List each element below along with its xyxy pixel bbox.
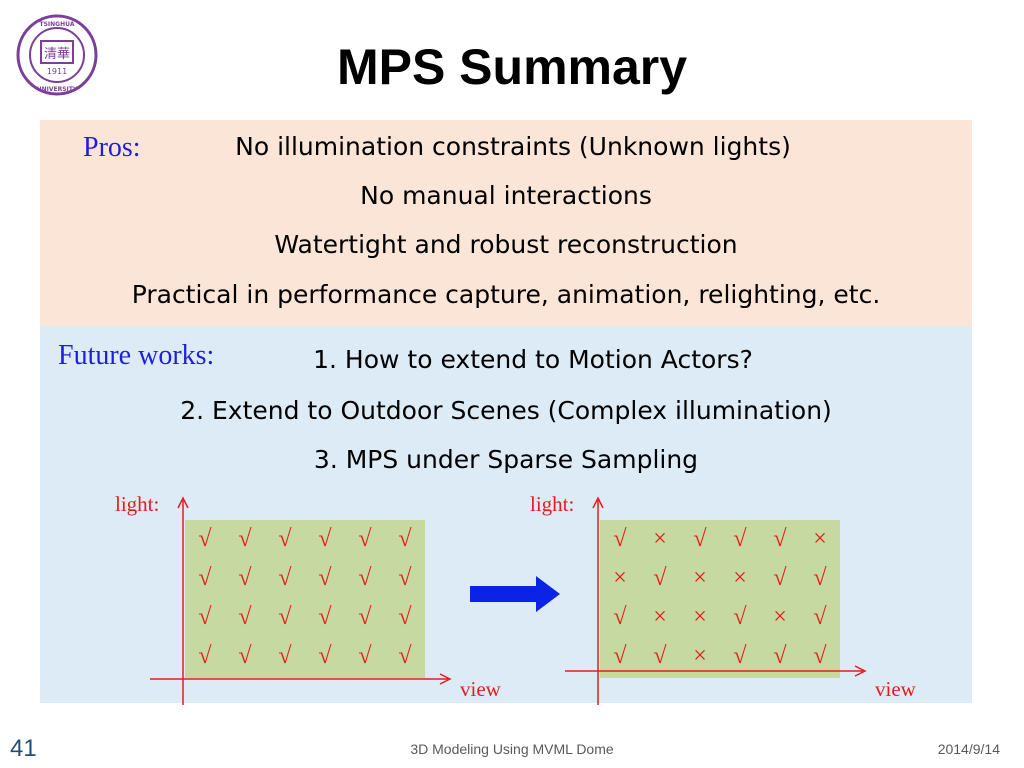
logo-year: 1911 [47,67,67,76]
right-mark-check-r4c6: √ [813,643,827,669]
pros-line-1: No illumination constraints (Unknown lig… [235,132,791,161]
right-mark-cross-r1c6: × [813,526,827,552]
left-mark-check-r1c2: √ [238,526,252,552]
right-mark-cross-r3c2: × [653,604,667,630]
footer-title: 3D Modeling Using MVML Dome [410,741,614,757]
right-mark-cross-r3c3: × [693,604,707,630]
dense-sampling-grid: √ √ √ √ √ √ √ √ √ √ √ √ √ √ √ √ √ √ √ √ √ √ √ √ [185,520,425,678]
dense-sampling-diagram: √ √ √ √ √ √ √ √ √ √ √ √ √ √ √ √ √ √ √ √ √ √ √ √ light: view [115,490,501,705]
right-mark-check-r3c6: √ [813,604,827,630]
left-mark-check-r4c6: √ [398,643,412,669]
right-mark-check-r4c5: √ [773,643,787,669]
pros-panel [40,120,972,326]
pros-line-4: Practical in performance capture, animat… [131,280,881,309]
slide-number: 41 [10,735,37,762]
left-mark-check-r4c4: √ [318,643,332,669]
left-mark-check-r4c5: √ [358,643,372,669]
right-mark-cross-r1c2: × [653,526,667,552]
right-mark-cross-r2c3: × [693,565,707,591]
sparse-sampling-diagram: √ × √ √ √ × × √ × × √ √ √ × × √ × √ √ √ × √ √ √ light: view [530,490,916,705]
dense-light-axis-label: light: [115,492,160,516]
sparse-view-axis-label: view [875,677,916,701]
left-mark-check-r3c1: √ [198,604,212,630]
right-mark-check-r4c2: √ [653,643,667,669]
university-logo: 清華 1911 TSINGHUA UNIVERSITY [16,14,98,96]
future-line-3: 3. MPS under Sparse Sampling [313,445,699,474]
left-mark-check-r3c2: √ [238,604,252,630]
left-mark-check-r3c6: √ [398,604,412,630]
right-mark-check-r1c5: √ [773,526,787,552]
left-mark-check-r2c2: √ [238,565,252,591]
left-mark-check-r4c1: √ [198,643,212,669]
left-mark-check-r4c3: √ [278,643,292,669]
transition-arrow-icon [470,576,562,616]
right-mark-check-r4c4: √ [733,643,747,669]
right-mark-cross-r2c1: × [613,565,627,591]
logo-bottom-text: UNIVERSITY [37,86,78,93]
left-mark-check-r1c3: √ [278,526,292,552]
sparse-axes [565,496,867,705]
right-mark-cross-r2c4: × [733,565,747,591]
left-mark-check-r3c5: √ [358,604,372,630]
left-mark-check-r2c4: √ [318,565,332,591]
future-line-2: 2. Extend to Outdoor Scenes (Complex ill… [180,396,832,425]
right-mark-check-r3c4: √ [733,604,747,630]
left-mark-check-r1c6: √ [398,526,412,552]
right-mark-check-r1c3: √ [693,526,707,552]
left-mark-check-r3c3: √ [278,604,292,630]
footer-date: 2014/9/14 [937,741,1000,757]
right-mark-check-r1c4: √ [733,526,747,552]
pros-line-2: No manual interactions [360,181,652,210]
logo-top-text: TSINGHUA [40,21,75,28]
future-works-label: Future works: [58,340,215,371]
left-mark-check-r2c6: √ [398,565,412,591]
dense-view-axis-label: view [460,677,501,701]
sparse-sampling-grid: √ × √ √ √ × × √ × × √ √ √ × × √ × √ √ √ × √ √ √ [600,520,840,678]
left-mark-check-r4c2: √ [238,643,252,669]
left-mark-check-r1c4: √ [318,526,332,552]
right-mark-check-r2c5: √ [773,565,787,591]
right-mark-check-r2c6: √ [813,565,827,591]
left-mark-check-r2c5: √ [358,565,372,591]
sparse-light-axis-label: light: [530,492,575,516]
right-mark-check-r2c2: √ [653,565,667,591]
left-mark-check-r1c1: √ [198,526,212,552]
pros-label: Pros: [83,132,141,163]
left-mark-check-r2c1: √ [198,565,212,591]
right-mark-check-r4c1: √ [613,643,627,669]
dense-axes [150,496,452,705]
left-mark-check-r1c5: √ [358,526,372,552]
future-line-1: 1. How to extend to Motion Actors? [313,345,753,374]
left-mark-check-r3c4: √ [318,604,332,630]
logo-center-text: 清華 [44,47,70,62]
slide-title: MPS Summary [336,39,688,95]
pros-line-3: Watertight and robust reconstruction [274,230,738,259]
right-mark-check-r1c1: √ [613,526,627,552]
right-mark-check-r3c1: √ [613,604,627,630]
right-mark-cross-r4c3: × [693,643,707,669]
left-mark-check-r2c3: √ [278,565,292,591]
right-mark-cross-r3c5: × [773,604,787,630]
